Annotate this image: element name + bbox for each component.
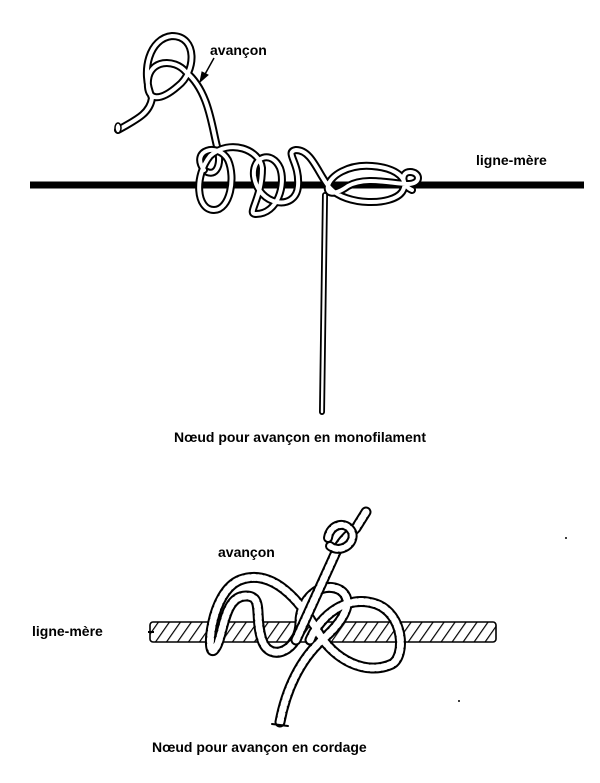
- scan-speck: [458, 700, 460, 702]
- bottom-mainline-label: ligne-mère: [32, 623, 103, 639]
- top-leader-arrow: [199, 57, 215, 84]
- scan-speck: [565, 537, 567, 539]
- bottom-leader: [204, 506, 406, 728]
- bottom-leader-label: avançon: [218, 544, 275, 560]
- monofilament-knot-diagram: avançon ligne-mère Nœud pour avançon en …: [30, 32, 584, 445]
- bottom-caption: Nœud pour avançon en cordage: [152, 739, 367, 755]
- top-leader-label: avançon: [210, 42, 267, 58]
- rope-knot-diagram: avançon ligne-mère Nœud pour avançon en …: [32, 506, 497, 755]
- top-caption: Nœud pour avançon en monofilament: [174, 429, 426, 445]
- top-leader: [114, 32, 422, 415]
- top-mainline-label: ligne-mère: [476, 152, 547, 168]
